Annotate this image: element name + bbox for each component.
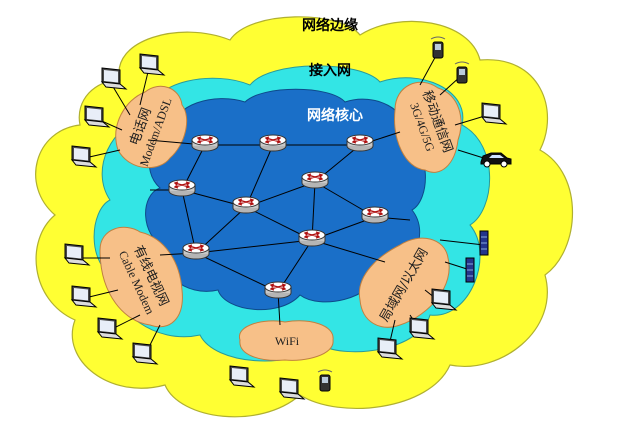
access-zone-title: 接入网: [309, 62, 351, 79]
router-icon: [168, 179, 196, 197]
router-icon: [232, 196, 260, 214]
router-icon: [301, 171, 329, 189]
router-icon: [259, 134, 287, 152]
edge-devices: [64, 36, 512, 400]
edge-zone-title: 网络边缘: [302, 17, 358, 34]
router-icon: [298, 229, 326, 247]
bubble-cable: [99, 226, 183, 328]
router-icon: [264, 281, 292, 299]
core-zone-title: 网络核心: [307, 107, 363, 124]
bubble-lan: [358, 237, 450, 328]
bubble-wifi: [239, 320, 334, 361]
server-icon: [479, 230, 489, 256]
wifi-network-label: WiFi: [275, 334, 300, 348]
router-icon: [182, 242, 210, 260]
router-icon: [191, 134, 219, 152]
router-icon: [346, 134, 374, 152]
bubble-telephone: [115, 85, 188, 169]
server-icon: [465, 257, 475, 283]
car-icon: [480, 152, 512, 168]
router-icon: [361, 206, 389, 224]
